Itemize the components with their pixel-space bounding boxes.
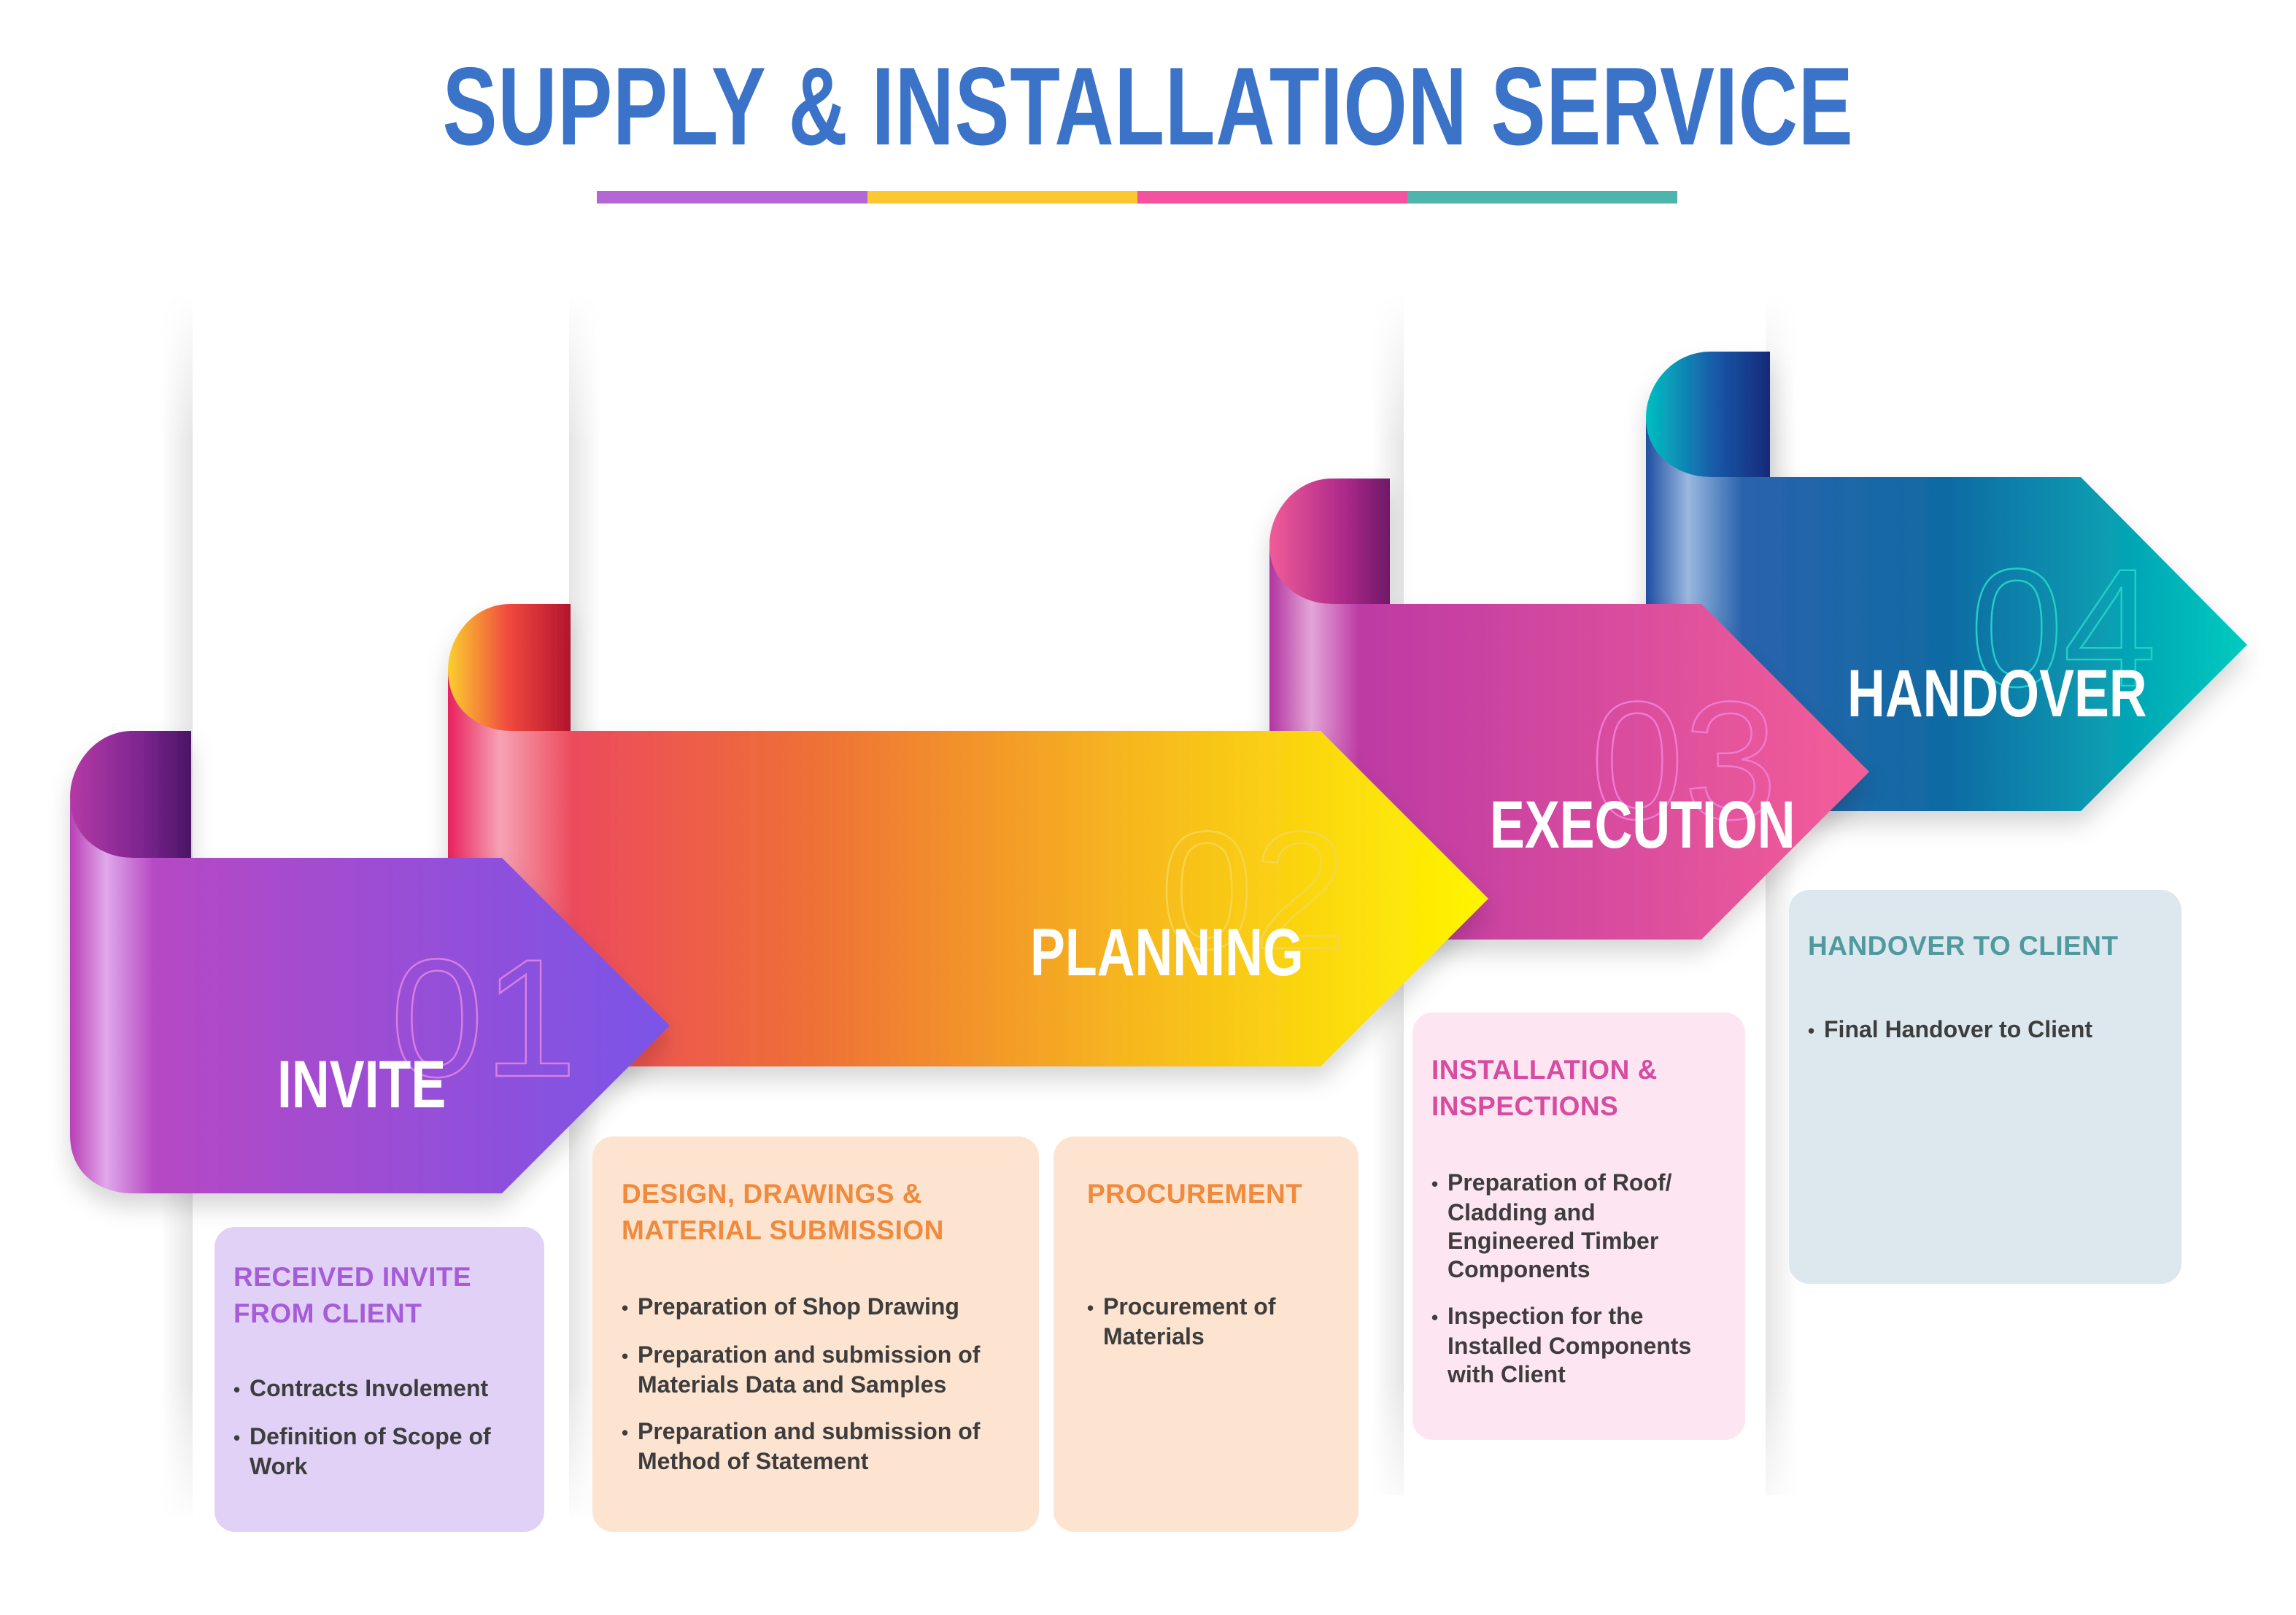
list-item: Preparation and submission of Method of …: [622, 1417, 1020, 1476]
step-label: HANDOVER: [1847, 656, 2147, 731]
title-underline-segment: [1137, 191, 1407, 204]
card-installation-inspections: INSTALLATION & INSPECTIONS Preparation o…: [1412, 1012, 1745, 1440]
step-label: PLANNING: [1030, 915, 1304, 990]
page-title: SUPPLY & INSTALLATION SERVICE: [442, 44, 1854, 169]
step-number: 02: [1160, 797, 1347, 984]
list-item: Procurement of Materials: [1087, 1293, 1340, 1351]
card-list: Preparation of Roof/ Cladding and Engine…: [1431, 1169, 1726, 1389]
card-procurement: PROCUREMENT Procurement of Materials: [1054, 1136, 1358, 1532]
list-item: Preparation of Shop Drawing: [622, 1293, 1020, 1322]
card-title: INSTALLATION & INSPECTIONS: [1431, 1055, 1658, 1121]
list-item: Contracts Involement: [233, 1374, 525, 1404]
card-list: Final Handover to Client: [1808, 1015, 2162, 1045]
step-number: 01: [390, 924, 577, 1112]
card-list: Preparation of Shop Drawing Preparation …: [622, 1293, 1020, 1476]
card-title: DESIGN, DRAWINGS & MATERIAL SUBMISSION: [622, 1179, 944, 1245]
card-design-drawings: DESIGN, DRAWINGS & MATERIAL SUBMISSION P…: [592, 1136, 1039, 1532]
step-number: 03: [1590, 667, 1777, 854]
step-label: INVITE: [277, 1047, 446, 1122]
list-item: Inspection for the Installed Components …: [1431, 1302, 1726, 1389]
title-underline-segment: [597, 191, 867, 204]
list-item: Preparation and submission of Materials …: [622, 1341, 1020, 1399]
step-number: 04: [1970, 534, 2157, 721]
title-underline-segment: [1407, 191, 1677, 204]
title-underline: [597, 191, 1677, 204]
card-title: HANDOVER TO CLIENT: [1808, 931, 2119, 961]
card-list: Contracts Involement Definition of Scope…: [233, 1374, 525, 1481]
list-item: Definition of Scope of Work: [233, 1422, 525, 1481]
title-underline-segment: [867, 191, 1137, 204]
card-received-invite: RECEIVED INVITE FROM CLIENT Contracts In…: [214, 1227, 544, 1532]
list-item: Final Handover to Client: [1808, 1015, 2162, 1045]
step-label: EXECUTION: [1490, 787, 1796, 862]
card-title: PROCUREMENT: [1087, 1179, 1303, 1209]
card-handover-to-client: HANDOVER TO CLIENT Final Handover to Cli…: [1789, 890, 2181, 1284]
list-item: Preparation of Roof/ Cladding and Engine…: [1431, 1169, 1726, 1284]
step-02-band: [448, 604, 1488, 1066]
card-title: RECEIVED INVITE FROM CLIENT: [233, 1262, 472, 1328]
step-01-band: [70, 731, 670, 1193]
card-list: Procurement of Materials: [1087, 1293, 1340, 1351]
